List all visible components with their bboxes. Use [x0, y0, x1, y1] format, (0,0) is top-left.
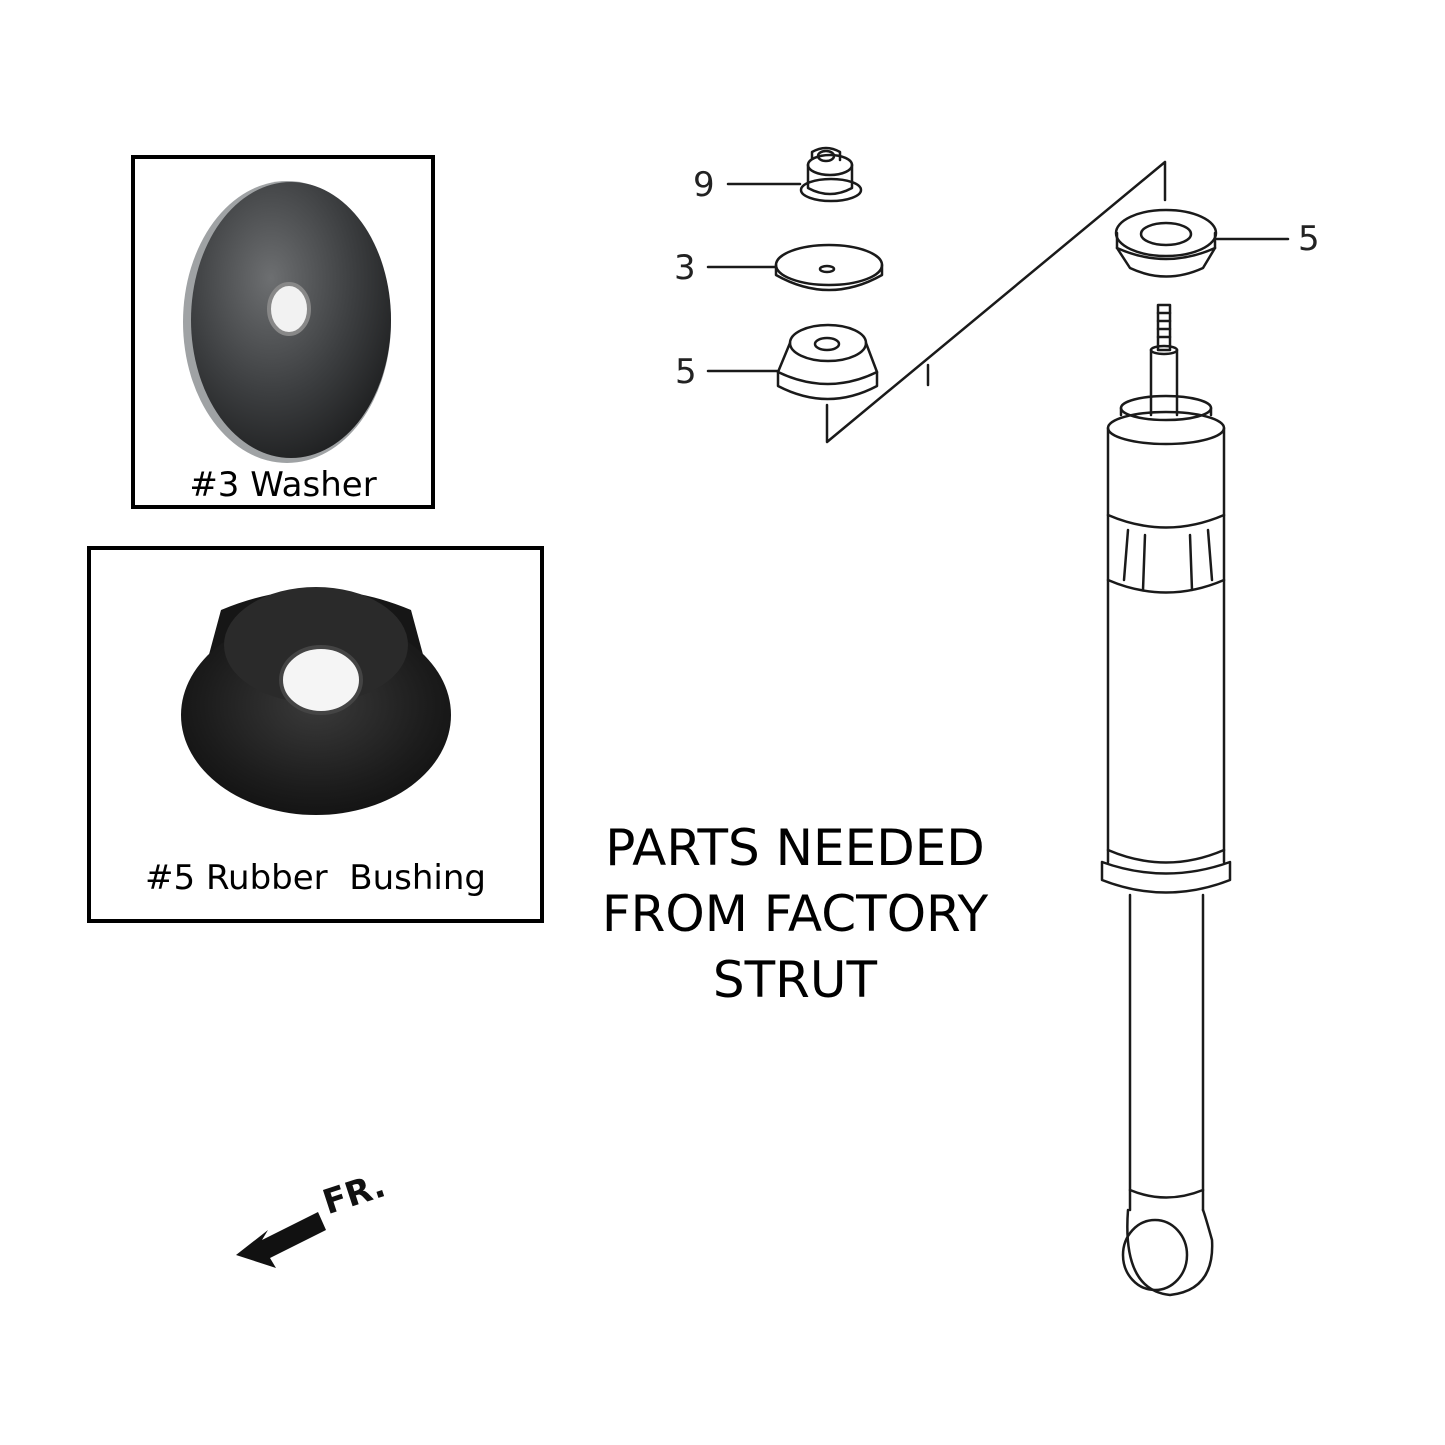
- washer-part: [774, 243, 884, 292]
- heading-line-1: PARTS NEEDED: [605, 819, 985, 877]
- bushing-caption: #5 Rubber Bushing: [145, 858, 486, 898]
- heading-line-2: FROM FACTORY: [601, 885, 989, 943]
- assembly-bracket-line: [825, 160, 1167, 444]
- lower-bushing-part: [776, 323, 879, 401]
- callout-lower-bushing: 5: [675, 352, 697, 392]
- bushing-photo-panel: #5 Rubber Bushing: [87, 546, 544, 923]
- shock-absorber: [1100, 303, 1232, 1297]
- callout-washer: 3: [674, 248, 696, 288]
- callout-nut: 9: [693, 165, 715, 205]
- nut-part: [799, 146, 863, 203]
- callout-upper-bushing: 5: [1298, 219, 1320, 259]
- heading-line-3: STRUT: [712, 951, 878, 1009]
- upper-bushing-part: [1114, 208, 1218, 278]
- washer-caption: #3 Washer: [189, 465, 377, 505]
- washer-photo: [183, 181, 391, 463]
- front-direction-arrow-icon: [236, 1212, 326, 1268]
- washer-photo-panel: #3 Washer: [131, 155, 435, 509]
- bushing-photo: [181, 587, 451, 815]
- parts-needed-heading: PARTS NEEDED FROM FACTORY STRUT: [560, 815, 1030, 1013]
